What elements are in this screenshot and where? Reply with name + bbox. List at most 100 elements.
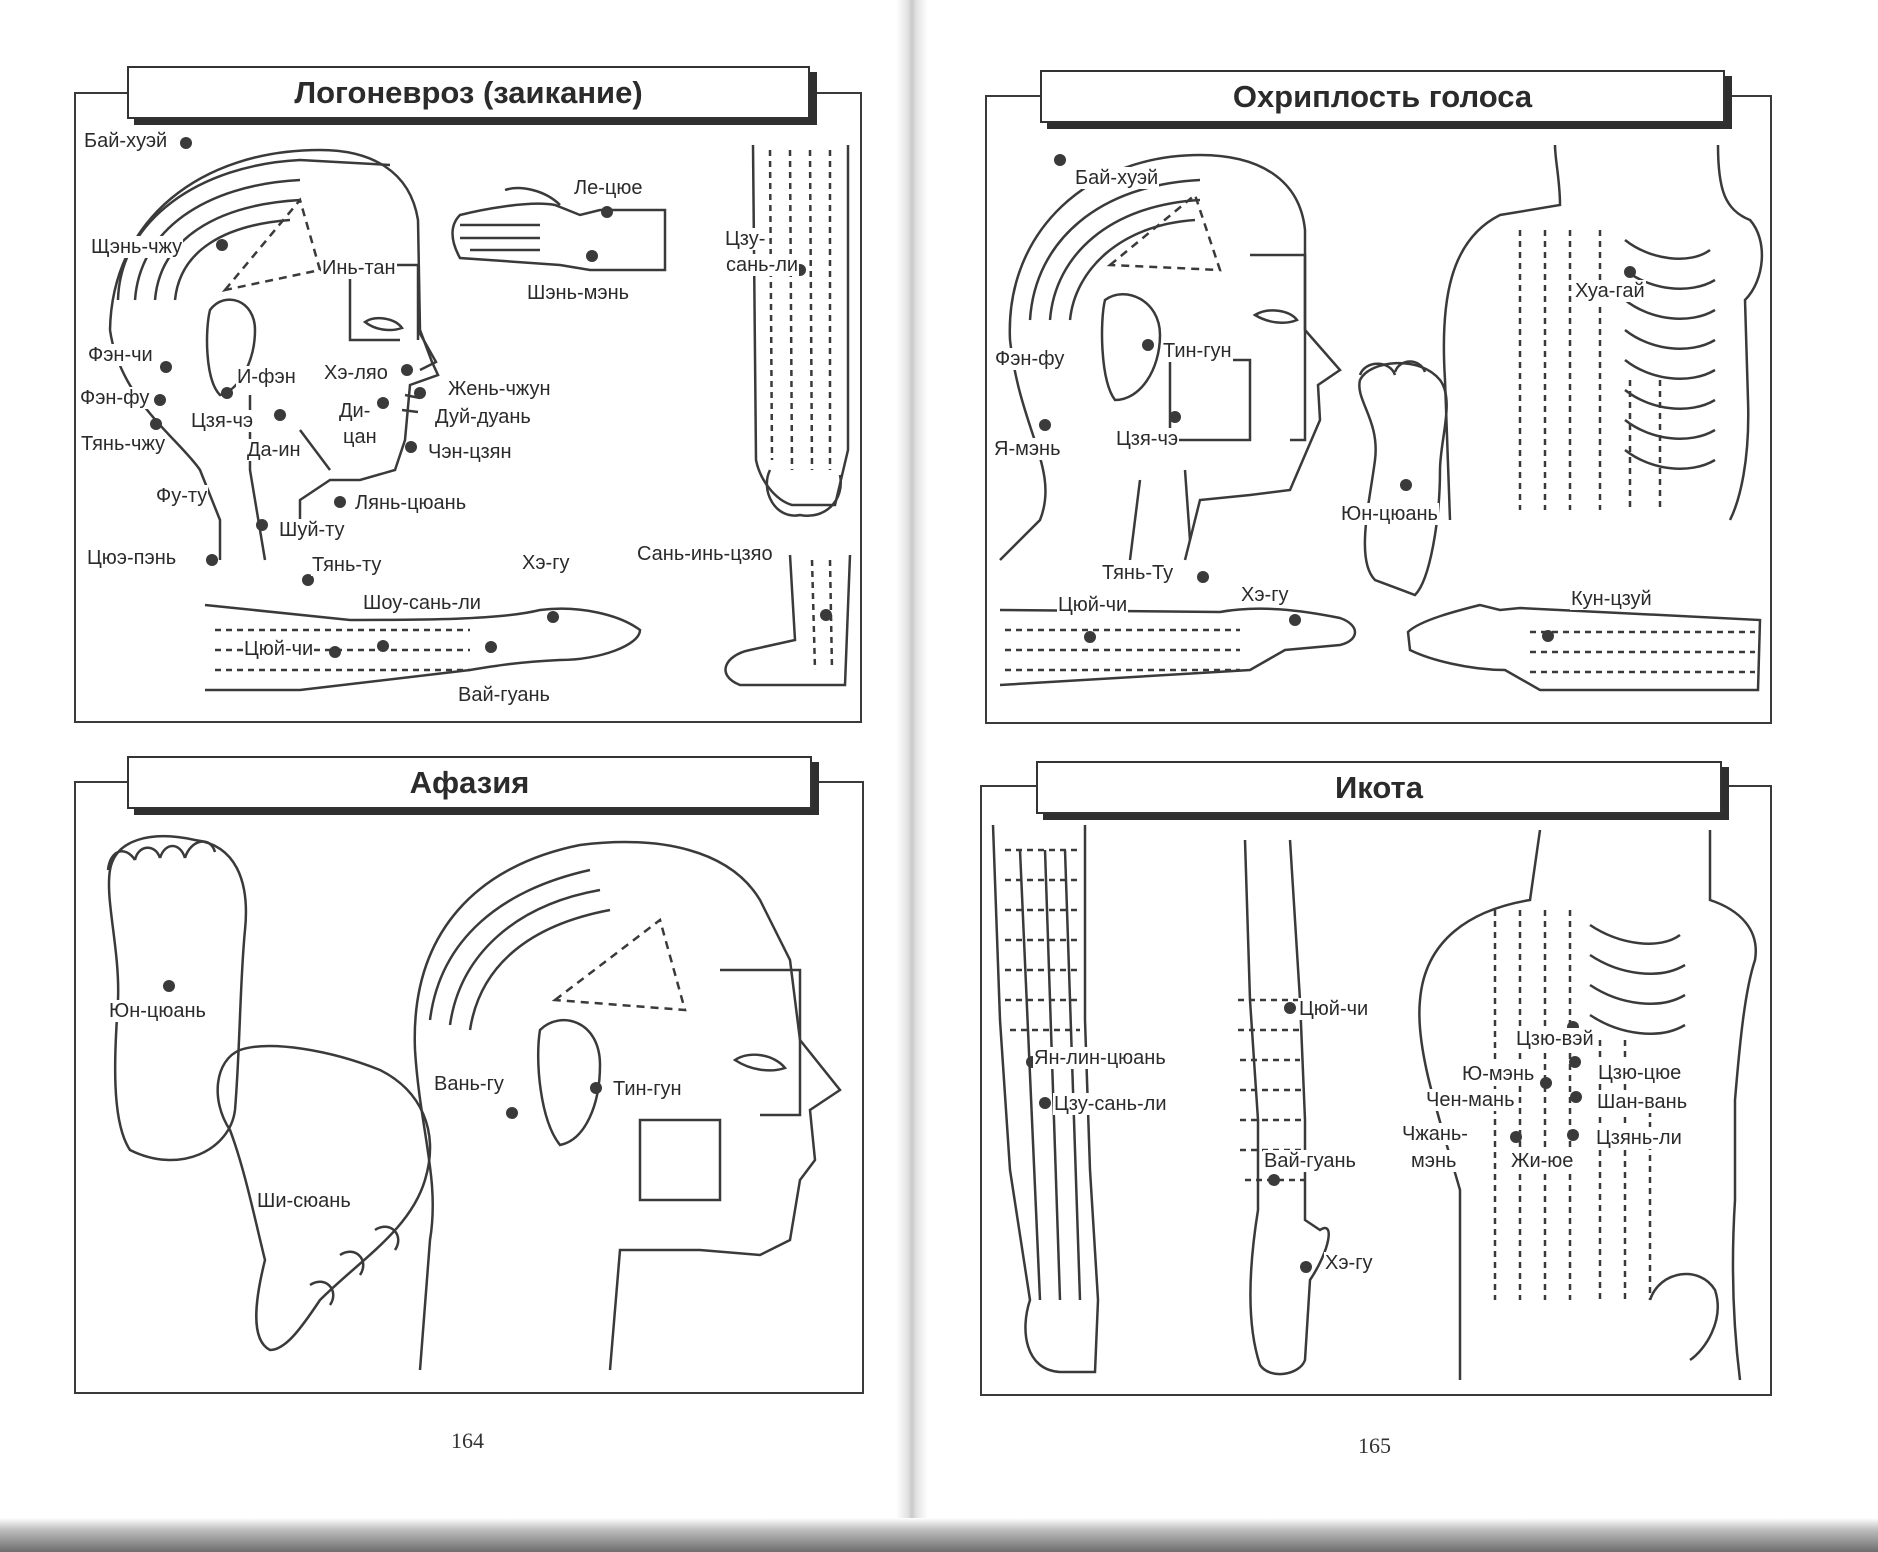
label-he-lyao: Хэ-ляо	[323, 362, 389, 384]
hair-arcs-2	[135, 180, 300, 300]
label-bai-huei: Бай-хуэй	[83, 130, 169, 152]
leg-grid	[1005, 850, 1080, 1030]
label-in-tan: Инь-тан	[321, 257, 397, 279]
sole-toes	[1360, 362, 1425, 376]
arm-bottom	[205, 605, 640, 690]
pelvis	[1650, 1274, 1718, 1360]
label-shan-van: Шан-вань	[1596, 1091, 1689, 1113]
label-tin-gun: Тин-гун	[1162, 340, 1233, 362]
label-tszu-san-li: Цзу-сань-ли	[1053, 1093, 1168, 1115]
label-san-li: сань-ли	[725, 254, 800, 276]
hand-top-fingers	[460, 188, 560, 250]
label-tyan-tu: Тянь-Ту	[1101, 562, 1175, 584]
foot	[726, 555, 850, 685]
panel-logonevroz-title: Логоневроз (заикание)	[127, 66, 810, 119]
label-tszu: Цзу-	[724, 228, 767, 250]
toes	[767, 470, 841, 516]
label-yun-tsyuan: Юн-цюань	[108, 1000, 207, 1022]
scan-bottom-edge	[0, 1518, 1878, 1552]
torso	[1444, 145, 1762, 520]
label-tsyui-chi: Цюй-чи	[243, 638, 315, 660]
leg	[993, 825, 1098, 1372]
label-zhi-yue: Жи-юе	[1510, 1150, 1575, 1172]
ribs	[1590, 925, 1685, 1034]
label-yan-lin-tsyuan: Ян-лин-цюань	[1033, 1047, 1167, 1069]
label-fen-chi: Фэн-чи	[87, 344, 154, 366]
eye	[735, 1055, 785, 1071]
triangle	[1110, 195, 1220, 270]
ribs	[1625, 240, 1715, 469]
label-he-gu: Хэ-гу	[1324, 1252, 1374, 1274]
nose	[418, 330, 436, 370]
triangle	[225, 200, 320, 290]
label-vai-guan: Вай-гуань	[1263, 1150, 1357, 1172]
page-number-right: 165	[1358, 1433, 1391, 1458]
arm-left	[1000, 609, 1355, 685]
label-vai-guan: Вай-гуань	[457, 684, 551, 706]
label-tszya-che: Цзя-чэ	[190, 410, 255, 432]
label-zhen-chzhun: Жень-чжун	[447, 378, 552, 400]
label-da-in: Да-ин	[246, 439, 302, 461]
label-shen-men: Шэнь-мэнь	[526, 282, 631, 304]
panel-ohriplost-title: Охриплость голоса	[1040, 70, 1725, 123]
label-san-in-tszyao: Сань-инь-цзяо	[636, 543, 774, 565]
label-tsyue-pen: Цюэ-пэнь	[86, 547, 178, 569]
label-men: мэнь	[1410, 1150, 1458, 1172]
hair-arcs	[1030, 180, 1200, 320]
label-i-fen: И-фэн	[236, 366, 297, 388]
hand	[218, 1046, 430, 1350]
label-yun-tsyuan: Юн-цюань	[1340, 503, 1439, 525]
fingertips	[310, 1227, 398, 1305]
label-tsyui-chi: Цюй-чи	[1057, 594, 1129, 616]
face-grid	[640, 970, 800, 1200]
label-ya-men: Я-мэнь	[993, 438, 1062, 460]
hair-arcs-1	[118, 160, 390, 300]
sole-toes	[108, 842, 215, 870]
book-gutter	[896, 0, 928, 1552]
leg	[753, 145, 848, 505]
label-dui-duan: Дуй-дуань	[434, 406, 532, 428]
label-tszya-che: Цзя-чэ	[1115, 428, 1180, 450]
label-lyan-tsyuan: Лянь-цюань	[354, 492, 468, 514]
label-le-tsyue: Ле-цюе	[573, 177, 644, 199]
label-fen-fu: Фэн-фу	[994, 348, 1066, 370]
label-hua-gai: Хуа-гай	[1574, 280, 1646, 302]
leg-lines	[1020, 850, 1080, 1300]
label-yu-men: Ю-мэнь	[1461, 1063, 1536, 1085]
eye	[1255, 310, 1297, 322]
label-tszyu-tsyue: Цзю-цюе	[1597, 1062, 1683, 1084]
label-van-gu: Вань-гу	[433, 1073, 505, 1095]
label-tsan: цан	[342, 426, 378, 448]
hair-arcs-3	[155, 200, 300, 300]
label-shui-tu: Шуй-ту	[278, 519, 346, 541]
ear	[1102, 294, 1160, 400]
label-tszyu-vei: Цзю-вэй	[1515, 1028, 1595, 1050]
panel-afaziya-title: Афазия	[127, 756, 812, 809]
hair-arcs-4	[175, 220, 290, 300]
label-bai-huei: Бай-хуэй	[1074, 167, 1160, 189]
arm-grid	[215, 630, 470, 670]
arm	[1245, 840, 1329, 1374]
label-shou-san-li: Шоу-сань-ли	[362, 592, 482, 614]
head-outline	[1010, 155, 1340, 560]
eye	[365, 318, 402, 330]
head-outline	[415, 842, 840, 1370]
head-back	[415, 1050, 433, 1370]
label-chen-man: Чен-мань	[1425, 1089, 1516, 1111]
hand-top	[453, 204, 666, 270]
label-he-gu: Хэ-гу	[521, 552, 571, 574]
label-he-gu: Хэ-гу	[1240, 584, 1290, 606]
label-kun-tszui: Кун-цзуй	[1570, 588, 1653, 610]
page-number-left: 164	[451, 1428, 484, 1453]
ear	[538, 1020, 600, 1145]
hair-arcs	[430, 870, 610, 1030]
label-tsyui-chi: Цюй-чи	[1298, 998, 1370, 1020]
panel-ikota-title: Икота	[1036, 761, 1722, 814]
label-fen-fu: Фэн-фу	[79, 387, 151, 409]
label-shi-syuan: Ши-сюань	[256, 1190, 352, 1212]
label-di: Ди-	[338, 400, 372, 422]
